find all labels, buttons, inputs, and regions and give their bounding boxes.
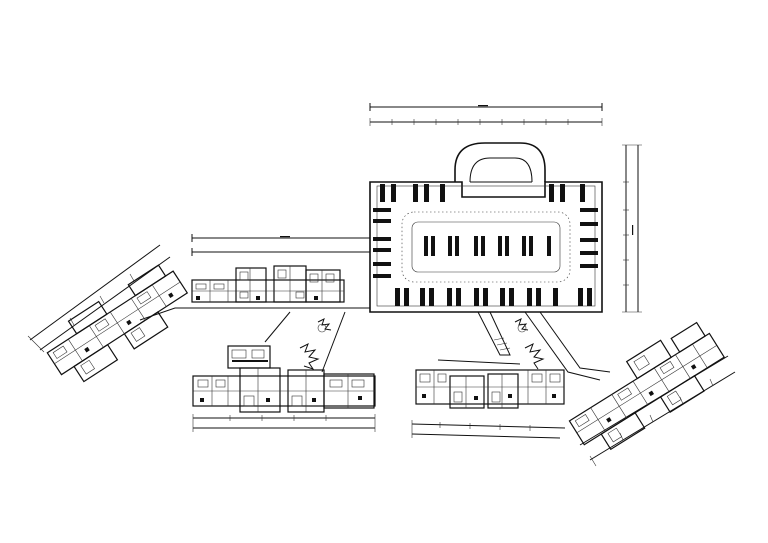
parking-stalls-right bbox=[580, 208, 598, 268]
entrance-steps bbox=[493, 337, 511, 351]
residential-block-west-diagonal bbox=[46, 264, 189, 383]
residential-block-east-diagonal bbox=[568, 321, 726, 451]
tree-symbol bbox=[299, 318, 545, 370]
underground-garage bbox=[369, 142, 603, 356]
dimension-lines bbox=[27, 103, 736, 467]
residential-block-west bbox=[191, 265, 345, 303]
residential-block-south-west bbox=[192, 345, 376, 413]
parking-stalls-left bbox=[373, 208, 391, 278]
access-road bbox=[139, 307, 611, 381]
parking-stalls-center bbox=[424, 236, 551, 256]
residential-block-south-east bbox=[415, 369, 565, 409]
parking-stalls-bottom bbox=[395, 288, 592, 306]
parking-stalls-top bbox=[380, 184, 585, 202]
